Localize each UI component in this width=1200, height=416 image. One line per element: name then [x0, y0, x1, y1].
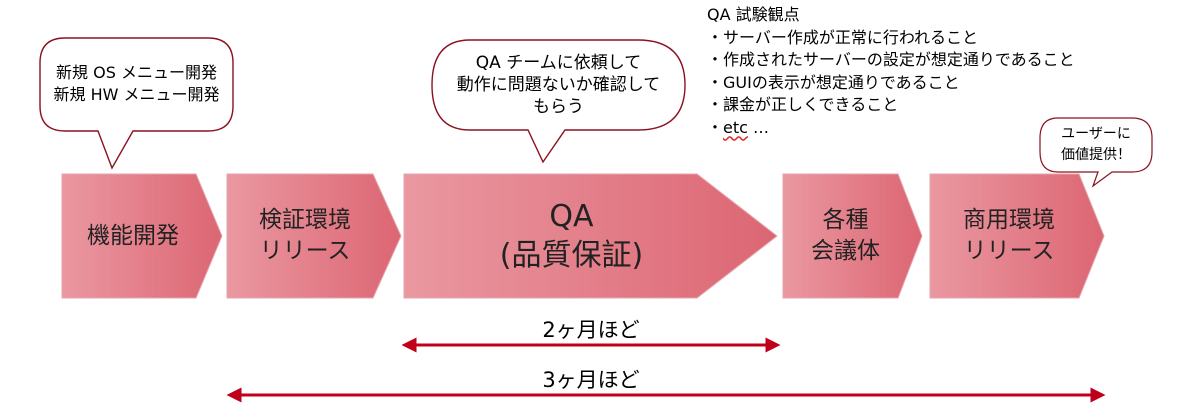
step-meetings-label: 各種 会議体 [783, 174, 908, 298]
step-production-release-line-1: 商用環境 [963, 207, 1055, 233]
bubble-value-line-1: ユーザーに [1061, 126, 1131, 142]
step-feature-development-line-1: 機能開発 [87, 223, 179, 249]
speech-bubble-qa-request [431, 39, 686, 164]
step-feature-development-label: 機能開発 [62, 174, 204, 298]
bubble-qa-request-line-2: 動作に問題ないか確認して [456, 75, 661, 95]
qa-notes-item-1: ・サーバー作成が正常に行われること [707, 27, 979, 47]
step-staging-release-line-2: リリース [259, 238, 351, 264]
step-production-release [929, 173, 1105, 299]
step-production-release-label: 商用環境 リリース [930, 174, 1088, 298]
qa-notes-item-5-suffix: … [747, 117, 770, 137]
step-staging-release-line-1: 検証環境 [259, 207, 351, 233]
speech-bubble-value [1039, 117, 1153, 188]
bubble-dev-text: 新規 OS メニュー開発 新規 HW メニュー開発 [40, 62, 233, 106]
step-qa-label: QA (品質保証) [404, 174, 739, 298]
step-meetings-line-1: 各種 [822, 207, 869, 233]
step-staging-release [226, 173, 402, 299]
step-staging-release-label: 検証環境 リリース [227, 174, 383, 298]
bubble-qa-request-line-1: QA チームに依頼して [475, 53, 642, 73]
step-meetings-line-2: 会議体 [811, 238, 880, 264]
step-qa-line-2: (品質保証) [499, 238, 644, 273]
qa-notes-item-2: ・作成されたサーバーの設定が想定通りであること [707, 50, 1075, 69]
step-qa-line-1: QA [549, 199, 594, 234]
bubble-qa-request-text: QA チームに依頼して 動作に問題ないか確認して もらう [432, 52, 685, 118]
duration-label-2-months: 2ヶ月ほど [542, 318, 640, 342]
step-feature-development [61, 173, 223, 299]
step-qa [403, 173, 778, 299]
step-production-release-line-2: リリース [963, 238, 1055, 264]
bubble-value-text: ユーザーに 価値提供！ [1040, 124, 1152, 166]
qa-notes-item-5: ・etc … [707, 117, 1075, 140]
qa-notes-item-3: ・GUIの表示が想定通りであること [707, 72, 960, 92]
duration-label-3-months: 3ヶ月ほど [542, 368, 640, 392]
bubble-qa-request-line-3: もらう [533, 97, 584, 117]
bubble-dev-line-2: 新規 HW メニュー開発 [53, 85, 220, 104]
qa-notes: QA 試験観点 ・サーバー作成が正常に行われること ・作成されたサーバーの設定が… [707, 4, 1075, 139]
qa-notes-item-5-word: etc [723, 117, 748, 137]
bubble-dev-line-1: 新規 OS メニュー開発 [56, 63, 217, 82]
bubble-value-line-2: 価値提供！ [1061, 147, 1131, 163]
qa-notes-title: QA 試験観点 [707, 5, 800, 24]
qa-notes-item-4: ・課金が正しくできること [707, 95, 899, 114]
qa-notes-item-5-prefix: ・ [707, 117, 724, 137]
step-meetings [782, 173, 923, 299]
speech-bubble-dev [39, 37, 234, 170]
